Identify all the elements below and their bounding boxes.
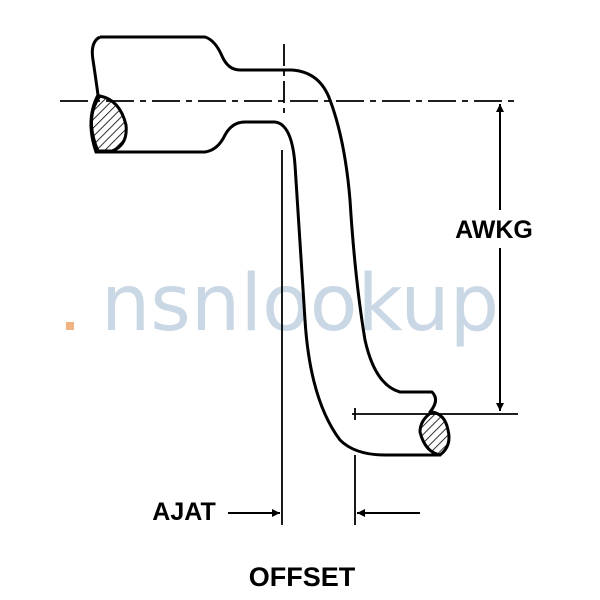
awkg-label: AWKG <box>455 216 533 244</box>
ajat-label: AJAT <box>152 498 215 526</box>
watermark-text: nsnlookup <box>101 259 499 349</box>
watermark-dot <box>66 322 74 330</box>
upper-rod-outline <box>100 35 437 414</box>
offset-label: OFFSET <box>249 562 356 592</box>
upper-rod-inner-outline <box>100 120 440 457</box>
upper-section-hatch <box>90 94 128 153</box>
lower-section-hatch <box>418 410 451 457</box>
